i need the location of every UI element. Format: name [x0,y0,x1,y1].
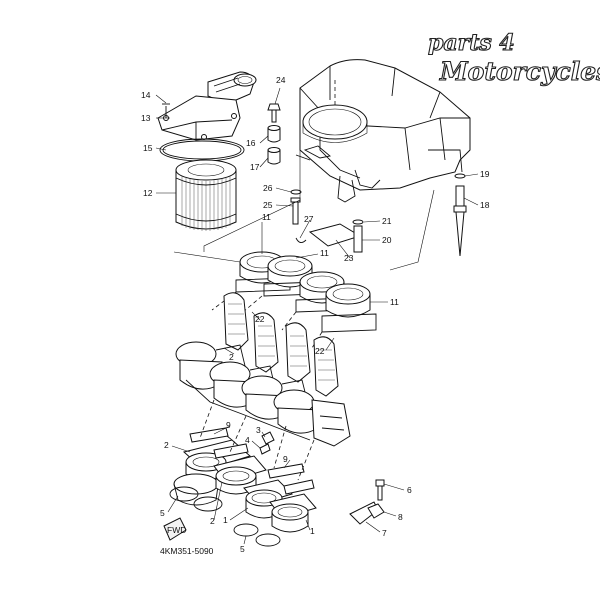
callout-23: 23 [344,253,354,263]
screw-3 [261,431,275,445]
callout-22-a: 22 [255,314,265,324]
callout-13: 13 [141,113,151,123]
callout-26: 26 [263,183,273,193]
callout-21: 21 [382,216,392,226]
callout-15: 15 [143,143,153,153]
callout-9-a: 9 [226,420,231,430]
callout-19: 19 [480,169,490,179]
carburetor-holder-1-right [269,493,317,533]
callout-1-a: 1 [223,515,228,525]
callout-1-b: 1 [310,526,315,536]
fwd-label: FWD [167,525,186,535]
callout-14: 14 [141,90,151,100]
o-ring-5-right [233,523,281,547]
collar-17 [267,147,281,165]
air-intake-duct [157,71,257,141]
callout-6: 6 [407,485,412,495]
callout-2-c: 2 [210,516,215,526]
callout-18: 18 [480,200,490,210]
callout-16: 16 [246,138,256,148]
callout-9-b: 9 [283,454,288,464]
callout-25: 25 [263,200,273,210]
carburetor-assembly [175,291,351,447]
callout-5-a: 5 [160,508,165,518]
brand-line-2: Motorcycles [439,57,600,86]
clip-27 [295,237,307,243]
callout-20: 20 [382,235,392,245]
diagram-code: 4KM351-5090 [160,546,214,556]
brand-logo: parts 4 Motorcycles [427,29,600,86]
air-filter-element [175,159,237,231]
carburetor-holder-2-right [213,455,267,495]
air-filter-seal [159,138,245,162]
carburetor-body-4 [273,336,351,447]
rubber-grommet-16 [267,125,281,143]
air-filter-case [295,59,471,203]
hose-clamp-19 [454,173,466,179]
callout-24: 24 [276,75,286,85]
callout-11-b: 11 [320,248,329,258]
callout-2-a: 2 [229,352,234,362]
callout-27: 27 [304,214,314,224]
callout-12: 12 [143,188,153,198]
callout-numbers: 14 13 15 12 24 16 17 26 25 27 23 21 20 1… [141,75,490,554]
spring-4 [259,443,271,455]
carburetor-joint-11-4 [321,283,377,333]
callout-11-c: 11 [390,297,399,307]
drain-hose-20 [353,225,363,253]
drain-plug-18 [453,185,467,257]
callout-4: 4 [245,435,250,445]
callout-22-b: 22 [315,346,325,356]
forward-direction-arrow: FWD [163,517,187,541]
carburetor-body-1 [175,292,249,390]
screw-6 [375,479,385,501]
assembly-frame-lines [173,90,435,481]
callout-2-b: 2 [164,440,169,450]
callout-leader-lines [155,87,479,545]
callout-5-b: 5 [240,544,245,554]
callout-3: 3 [256,425,261,435]
o-ring-5-left [169,486,223,512]
washer-26 [290,189,302,195]
clamp-9-right [267,463,315,495]
callout-8: 8 [398,512,403,522]
hose-clamp-21 [352,219,364,225]
brand-line-1: parts 4 [428,30,515,56]
plate-23 [308,223,362,247]
callout-17: 17 [250,162,260,172]
callout-11-a: 11 [262,212,271,222]
callout-7: 7 [382,528,387,538]
bolt-24 [267,103,281,123]
